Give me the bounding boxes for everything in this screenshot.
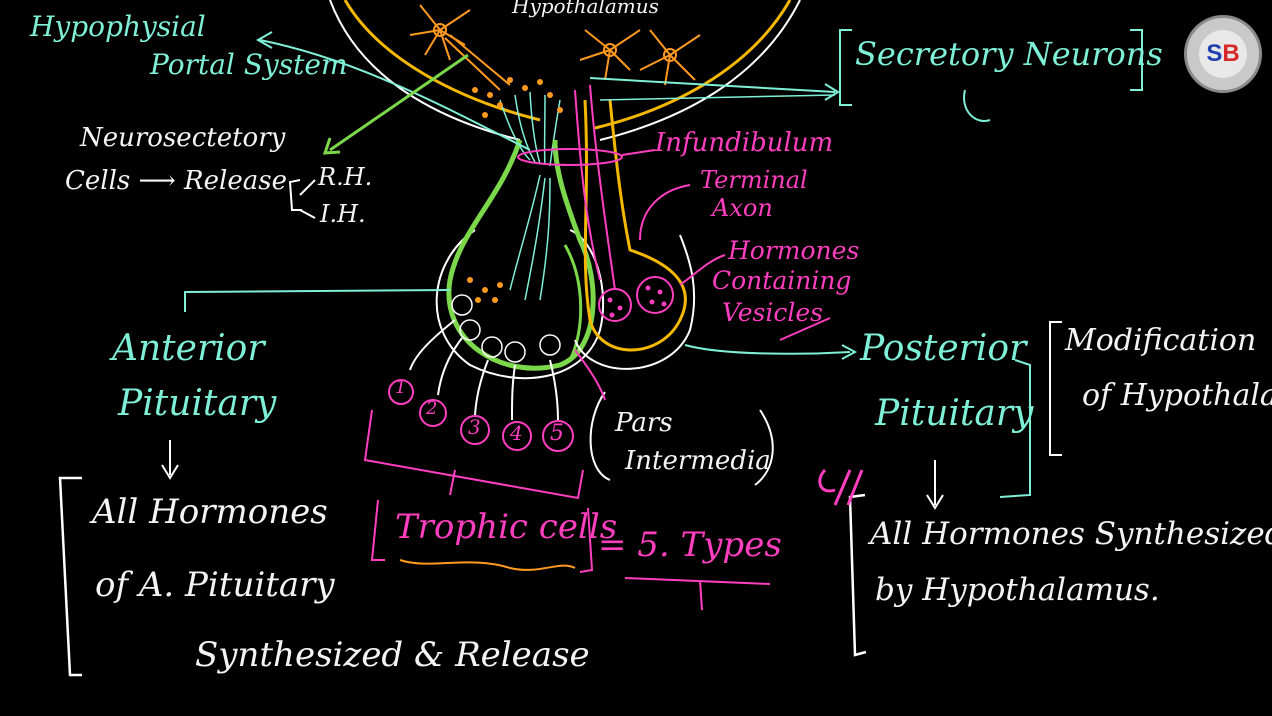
cell-number-3: 3 — [468, 415, 481, 439]
label-pars-1: Pars — [615, 408, 673, 438]
trophic-box-right — [579, 507, 594, 573]
trophic-bracket-tick — [449, 469, 456, 496]
neuron-star-right — [639, 29, 701, 86]
or-marks — [818, 468, 864, 506]
axon-pink-2 — [589, 84, 616, 291]
release-bracket — [288, 179, 302, 211]
anterior-arrow — [184, 289, 451, 312]
hypothalamus-outline — [329, 0, 521, 141]
hypothalamus-right-yellow — [594, 0, 792, 130]
cell-number-4: 4 — [510, 421, 523, 445]
label-five-types: = 5. Types — [598, 525, 782, 565]
trophic-underline — [399, 559, 576, 571]
terminal-arrow — [639, 184, 691, 241]
pars-pink-arrow — [574, 349, 606, 401]
secretion-dots — [467, 77, 563, 303]
portal-arrow — [259, 39, 531, 151]
label-posterior-2: Pituitary — [875, 393, 1034, 434]
trophic-bracket — [363, 409, 584, 500]
types-underline — [624, 577, 771, 585]
infundibulum-arrow — [621, 149, 656, 156]
anterior-note-line-1: All Hormones — [92, 492, 328, 532]
label-posterior-1: Posterior — [860, 328, 1027, 369]
label-hypophysial-2: Portal System — [150, 48, 348, 81]
neuron-star-middle — [579, 29, 641, 81]
hormones-arrow — [679, 254, 726, 286]
label-modification-2: of Hypothalam — [1082, 378, 1272, 413]
logo-letter-s: S — [1206, 40, 1223, 67]
label-anterior-1: Anterior — [112, 328, 265, 369]
vesicle-cluster-right — [636, 276, 674, 314]
anterior-note-bracket — [58, 476, 82, 677]
posterior-bracket — [999, 359, 1031, 498]
cell-number-5: 5 — [550, 421, 564, 446]
anterior-note-line-2: of A. Pituitary — [95, 565, 335, 605]
label-hormones-3: Vesicles — [722, 298, 824, 327]
pars-intermedia-band — [563, 244, 583, 361]
secretory-bracket-left — [839, 29, 852, 106]
cell-number-1: 1 — [395, 377, 407, 398]
cell-number-2: 2 — [426, 398, 438, 419]
label-anterior-2: Pituitary — [118, 383, 277, 424]
label-terminal-2: Axon — [712, 194, 773, 222]
label-neurosecretory-1: Neurosectetory — [80, 123, 286, 153]
cell-arrows — [409, 319, 559, 421]
neurosecretory-green-arrow — [329, 53, 469, 152]
label-pars-2: Intermedia — [625, 446, 771, 476]
posterior-arrow — [684, 344, 851, 355]
posterior-note-bracket — [848, 493, 867, 657]
posterior-white-outline — [574, 234, 696, 370]
pars-bracket-right — [754, 409, 774, 486]
label-hormones-1: Hormones — [728, 236, 860, 265]
anterior-green-outline — [446, 139, 596, 371]
portal-fibers — [499, 91, 561, 301]
label-hypophysial-1: Hypophysial — [30, 10, 206, 43]
hypothalamus-right-curve — [599, 0, 801, 141]
secretory-arrow — [589, 77, 836, 93]
brand-logo-mark: SB — [1199, 30, 1247, 78]
trophic-cell-circles — [451, 294, 561, 363]
modification-bracket — [1049, 321, 1062, 456]
hypothalamus-yellow-curve — [343, 0, 541, 122]
label-hypothalamus: Hypothalamus — [512, 0, 659, 18]
cell-number-circles — [388, 379, 574, 452]
label-secretory-neurons: Secretory Neurons — [855, 35, 1163, 73]
label-terminal-1: Terminal — [700, 166, 808, 194]
types-arrow — [699, 579, 703, 611]
axon-pink-1 — [574, 89, 601, 281]
posterior-outline — [583, 99, 687, 352]
anterior-note-line-3: Synthesized & Release — [195, 635, 590, 675]
vesicle-cluster-left — [598, 288, 632, 322]
label-trophic-cells: Trophic cells — [395, 507, 618, 547]
posterior-note-line-2: by Hypothalamus. — [875, 572, 1160, 608]
trophic-box-left — [370, 499, 385, 561]
secretory-hook — [963, 89, 991, 122]
label-rh: R.H. — [318, 163, 373, 191]
label-modification-1: Modification — [1065, 323, 1257, 358]
infundibulum-ring — [517, 148, 623, 166]
pars-bracket-left — [589, 391, 611, 481]
label-neurosecretory-2: Cells ⟶ Release — [65, 166, 287, 196]
logo-letter-b: B — [1222, 40, 1240, 67]
brand-logo: SB — [1184, 15, 1262, 93]
label-hormones-2: Containing — [712, 266, 852, 295]
label-infundibulum: Infundibulum — [655, 128, 834, 158]
vesicles-underline — [779, 317, 831, 341]
secretory-bracket-right — [1130, 29, 1143, 91]
vesicle-dots — [607, 285, 667, 318]
label-ih: I.H. — [320, 200, 366, 228]
neuron-star-left — [409, 4, 511, 91]
posterior-note-line-1: All Hormones Synthesized — [870, 516, 1272, 552]
